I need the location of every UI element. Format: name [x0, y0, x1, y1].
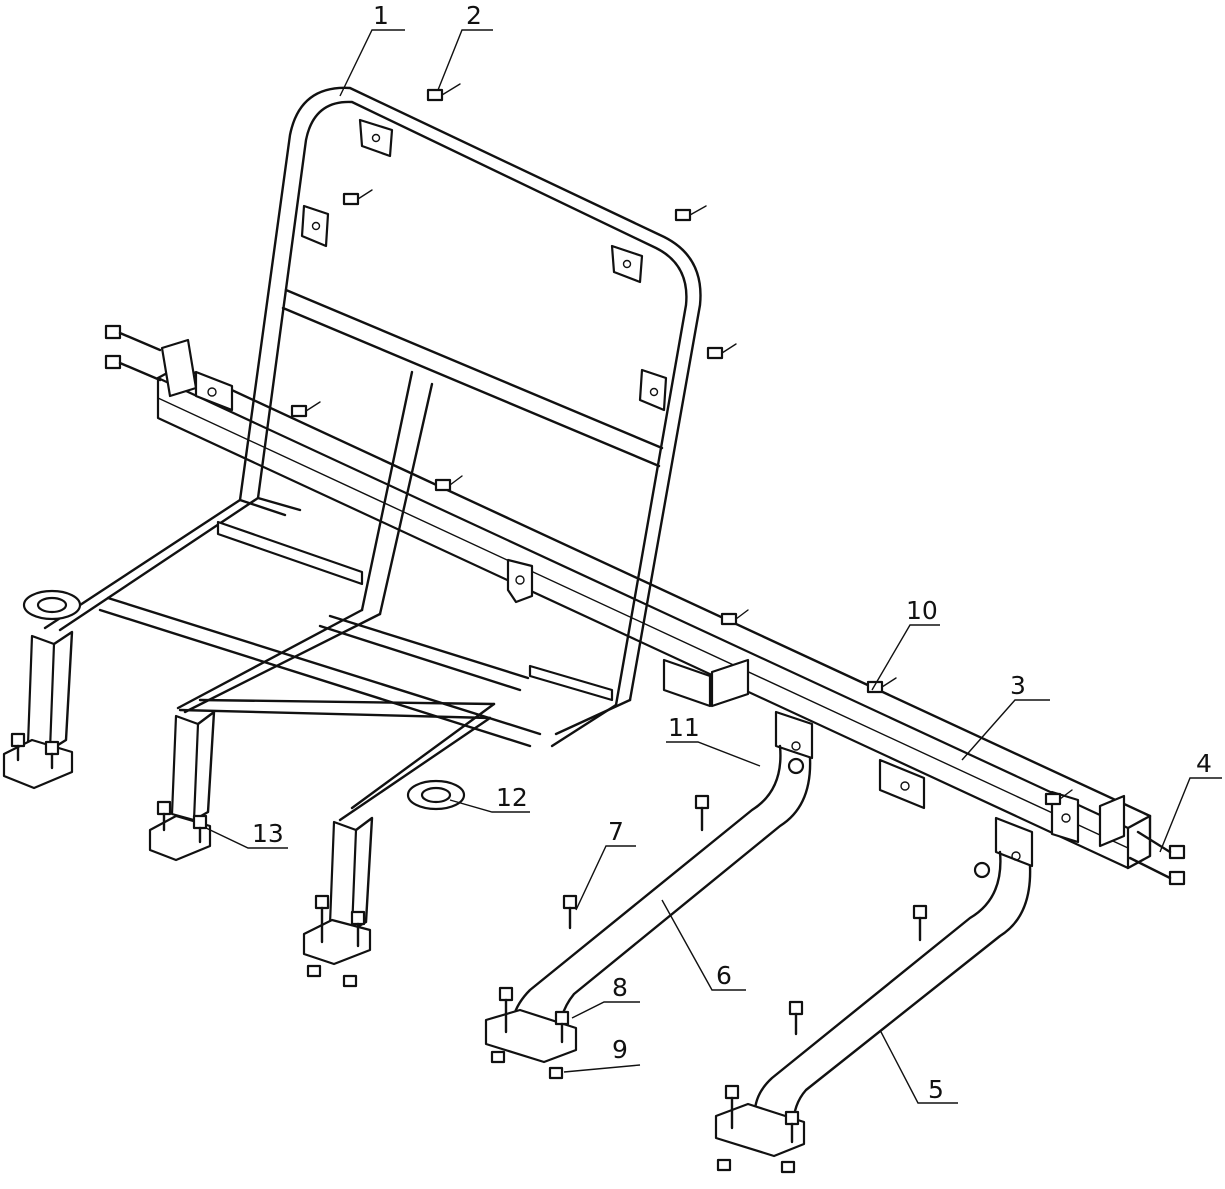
nut	[780, 1160, 796, 1174]
callout-1: 1	[373, 1, 389, 30]
support-leg-part-6	[484, 710, 814, 1064]
nut	[342, 974, 358, 988]
bolt	[562, 894, 578, 930]
bolt	[156, 800, 172, 832]
nut	[716, 1158, 732, 1172]
bolt	[290, 401, 321, 418]
bolt	[44, 740, 60, 770]
crossbar-part-3	[156, 338, 1152, 870]
callout-2: 2	[466, 1, 482, 30]
bolt	[104, 324, 162, 352]
callout-9: 9	[612, 1035, 628, 1064]
bolt	[724, 1084, 740, 1130]
nuts-group	[306, 757, 991, 1174]
callout-5: 5	[928, 1075, 944, 1104]
bolt	[720, 609, 749, 626]
bolt	[784, 1110, 800, 1144]
callout-labels: 1 2 3 4 5 6 7 8 9 10 11 12 13	[252, 1, 1212, 1104]
callout-8: 8	[612, 973, 628, 1002]
nut	[306, 964, 322, 978]
bolt	[192, 814, 208, 844]
bolt	[912, 904, 928, 942]
callout-3: 3	[1010, 671, 1026, 700]
bolt	[104, 354, 162, 382]
bolts-group	[10, 83, 1186, 1144]
callout-6: 6	[716, 961, 732, 990]
bolt	[554, 1010, 570, 1044]
bolt	[1128, 856, 1186, 886]
callout-4: 4	[1196, 749, 1212, 778]
seat-frame-part-1	[2, 86, 702, 966]
nut	[490, 1050, 506, 1064]
callout-7: 7	[608, 817, 624, 846]
nut-part-9	[548, 1066, 564, 1080]
bolt	[1136, 830, 1186, 860]
bolt	[694, 794, 710, 832]
bolt	[674, 205, 707, 222]
nut-part-11	[787, 757, 805, 775]
callout-11: 11	[668, 713, 700, 742]
bolt	[866, 677, 897, 694]
bolt	[1044, 789, 1073, 806]
bolt	[342, 189, 373, 206]
nut-part-11	[973, 861, 991, 879]
callout-13: 13	[252, 819, 284, 848]
bolt	[350, 910, 366, 948]
bolt	[426, 83, 461, 102]
bolt	[788, 1000, 804, 1036]
bolt	[314, 894, 330, 944]
leader-lines	[205, 29, 1222, 1104]
callout-10: 10	[906, 596, 938, 625]
callout-12: 12	[496, 783, 528, 812]
bolt	[498, 986, 514, 1034]
bolt	[706, 343, 737, 360]
bolt	[10, 732, 26, 762]
bolt	[434, 475, 463, 492]
